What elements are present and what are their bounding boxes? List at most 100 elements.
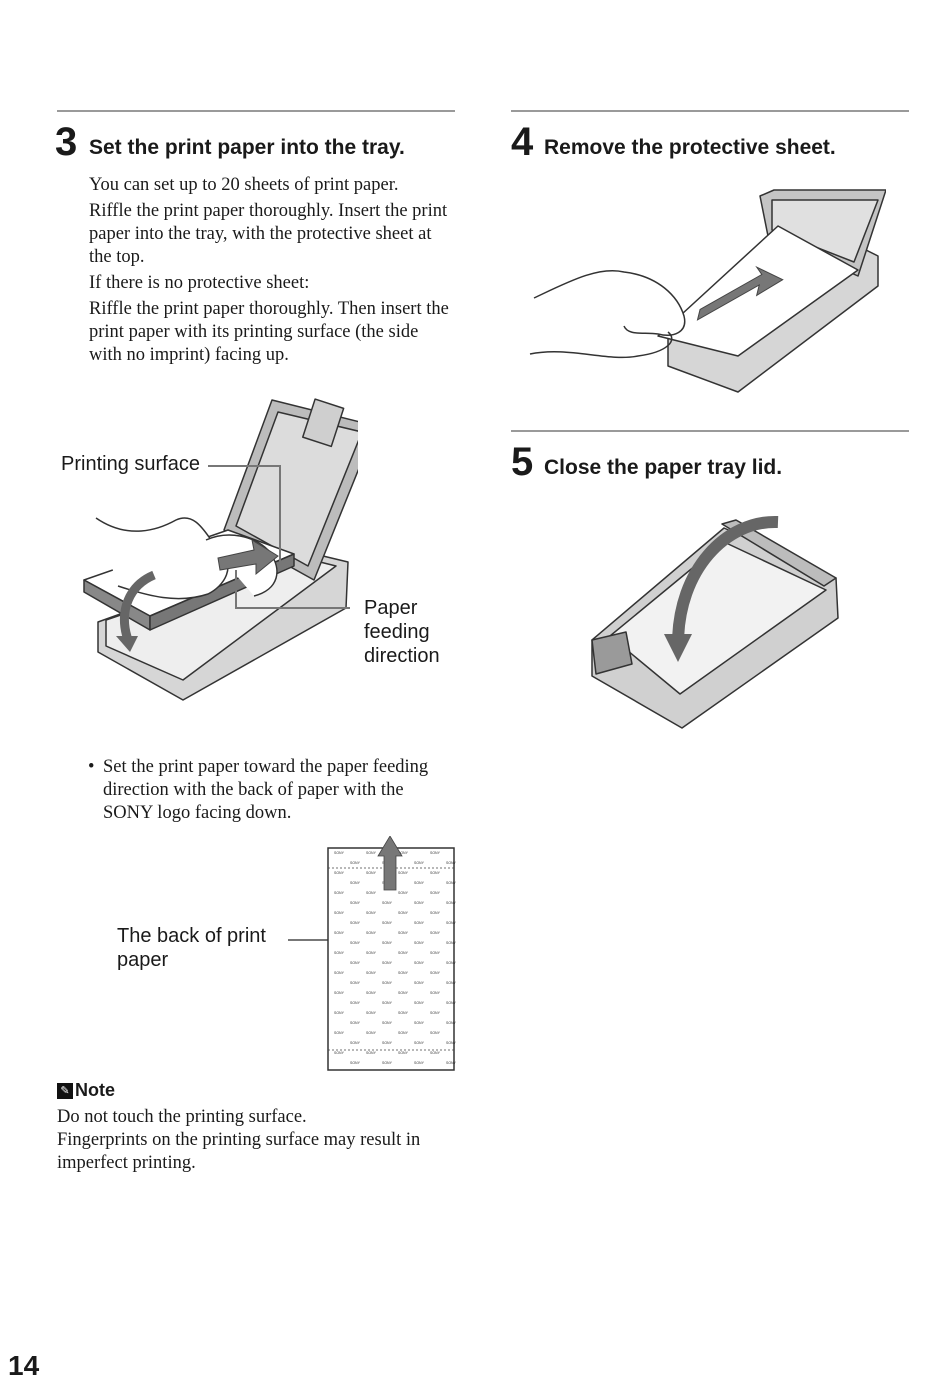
sony-logo-mark: SONY (446, 921, 456, 925)
printing-surface-label: Printing surface (61, 453, 200, 475)
sony-logo-mark: SONY (366, 971, 377, 975)
step-5-title: Close the paper tray lid. (544, 456, 783, 479)
sony-logo-mark: SONY (414, 881, 425, 885)
sony-logo-mark: SONY (366, 891, 377, 895)
sony-logo-mark: SONY (350, 881, 361, 885)
sony-logo-pattern: SONY SONY SONY SONY SONY SONY SONY SONY SONY SONY… (334, 851, 456, 1065)
sony-logo-mark: SONY (414, 901, 425, 905)
page-number: 14 (8, 1350, 40, 1381)
sony-logo-mark: SONY (430, 851, 441, 855)
note-icon: ✎ (57, 1082, 73, 1099)
sony-logo-mark: SONY (350, 921, 361, 925)
remove-sheet-illustration (529, 189, 886, 393)
sony-logo-mark: SONY (446, 901, 456, 905)
sony-logo-mark: SONY (366, 851, 377, 855)
sony-logo-mark: SONY (350, 961, 361, 965)
sony-logo-mark: SONY (430, 1011, 441, 1015)
back-of-print-paper-label: The back of print paper (117, 925, 266, 971)
step-4-number: 4 (511, 120, 534, 164)
section-divider (511, 110, 909, 112)
sony-logo-mark: SONY (334, 991, 345, 995)
sony-logo-mark: SONY (414, 1001, 425, 1005)
step-3-number: 3 (55, 120, 78, 164)
close-lid-illustration (591, 515, 839, 729)
sony-logo-mark: SONY (334, 1051, 345, 1055)
sony-logo-mark: SONY (334, 1011, 345, 1015)
back-of-paper-illustration: SONY SONY SONY SONY SONY SONY SONY SONY SONY SONY… (288, 836, 456, 1071)
sony-logo-mark: SONY (334, 931, 345, 935)
sony-logo-mark: SONY (446, 1021, 456, 1025)
step-3-bullet-text: Set the print paper toward the paper fee… (103, 757, 429, 823)
sony-logo-mark: SONY (350, 941, 361, 945)
sony-logo-mark: SONY (446, 981, 456, 985)
sony-logo-mark: SONY (430, 1031, 441, 1035)
sony-logo-mark: SONY (430, 971, 441, 975)
sony-logo-mark: SONY (430, 911, 441, 915)
sony-logo-mark: SONY (414, 961, 425, 965)
sony-logo-mark: SONY (414, 981, 425, 985)
sony-logo-mark: SONY (334, 1031, 345, 1035)
sony-logo-mark: SONY (334, 891, 345, 895)
insert-paper-illustration (83, 398, 358, 701)
sony-logo-mark: SONY (446, 1061, 456, 1065)
sony-logo-mark: SONY (398, 1051, 409, 1055)
sony-logo-mark: SONY (430, 991, 441, 995)
sony-logo-mark: SONY (366, 951, 377, 955)
sony-logo-mark: SONY (350, 1041, 361, 1045)
note-title: Note (75, 1080, 115, 1100)
sony-logo-mark: SONY (350, 1001, 361, 1005)
sony-logo-mark: SONY (366, 931, 377, 935)
sony-logo-mark: SONY (366, 991, 377, 995)
sony-logo-mark: SONY (382, 961, 393, 965)
sony-logo-mark: SONY (446, 861, 456, 865)
sony-logo-mark: SONY (398, 871, 409, 875)
sony-logo-mark: SONY (382, 1041, 393, 1045)
step-3-paragraph-3: If there is no protective sheet: (89, 273, 310, 293)
sony-logo-mark: SONY (398, 891, 409, 895)
sony-logo-mark: SONY (382, 901, 393, 905)
sony-logo-mark: SONY (366, 1031, 377, 1035)
sony-logo-mark: SONY (350, 1021, 361, 1025)
sony-logo-mark: SONY (366, 1051, 377, 1055)
sony-logo-mark: SONY (414, 921, 425, 925)
sony-logo-mark: SONY (430, 951, 441, 955)
step-3-paragraph-1: You can set up to 20 sheets of print pap… (89, 175, 399, 195)
sony-logo-mark: SONY (382, 1021, 393, 1025)
sony-logo-mark: SONY (414, 1061, 425, 1065)
step-3-paragraph-2: Riffle the print paper thoroughly. Inser… (89, 201, 448, 267)
sony-logo-mark: SONY (382, 1001, 393, 1005)
bullet-icon: • (88, 757, 95, 777)
step-3-title: Set the print paper into the tray. (89, 136, 405, 159)
sony-logo-mark: SONY (414, 1041, 425, 1045)
sony-logo-mark: SONY (398, 991, 409, 995)
sony-logo-mark: SONY (334, 971, 345, 975)
step-5-number: 5 (511, 440, 534, 484)
sony-logo-mark: SONY (398, 1031, 409, 1035)
sony-logo-mark: SONY (414, 1021, 425, 1025)
step-3-paragraph-4: Riffle the print paper thoroughly. Then … (89, 299, 449, 365)
section-divider (57, 110, 455, 112)
note-heading: ✎ Note (57, 1080, 115, 1101)
note-line-1: Do not touch the printing surface. (57, 1107, 307, 1127)
sony-logo-mark: SONY (446, 941, 456, 945)
sony-logo-mark: SONY (398, 851, 409, 855)
step-3-bullet: • Set the print paper toward the paper f… (88, 756, 455, 825)
section-divider (511, 430, 909, 432)
sony-logo-mark: SONY (398, 971, 409, 975)
sony-logo-mark: SONY (446, 1041, 456, 1045)
sony-logo-mark: SONY (430, 931, 441, 935)
sony-logo-mark: SONY (430, 891, 441, 895)
sony-logo-mark: SONY (398, 931, 409, 935)
sony-logo-mark: SONY (398, 951, 409, 955)
sony-logo-mark: SONY (334, 851, 345, 855)
sony-logo-mark: SONY (382, 941, 393, 945)
step-4-title: Remove the protective sheet. (544, 136, 836, 159)
sony-logo-mark: SONY (430, 1051, 441, 1055)
sony-logo-mark: SONY (446, 881, 456, 885)
sony-logo-mark: SONY (382, 921, 393, 925)
sony-logo-mark: SONY (350, 861, 361, 865)
note-line-2: Fingerprints on the printing surface may… (57, 1130, 421, 1173)
sony-logo-mark: SONY (398, 911, 409, 915)
sony-logo-mark: SONY (446, 961, 456, 965)
sony-logo-mark: SONY (366, 1011, 377, 1015)
